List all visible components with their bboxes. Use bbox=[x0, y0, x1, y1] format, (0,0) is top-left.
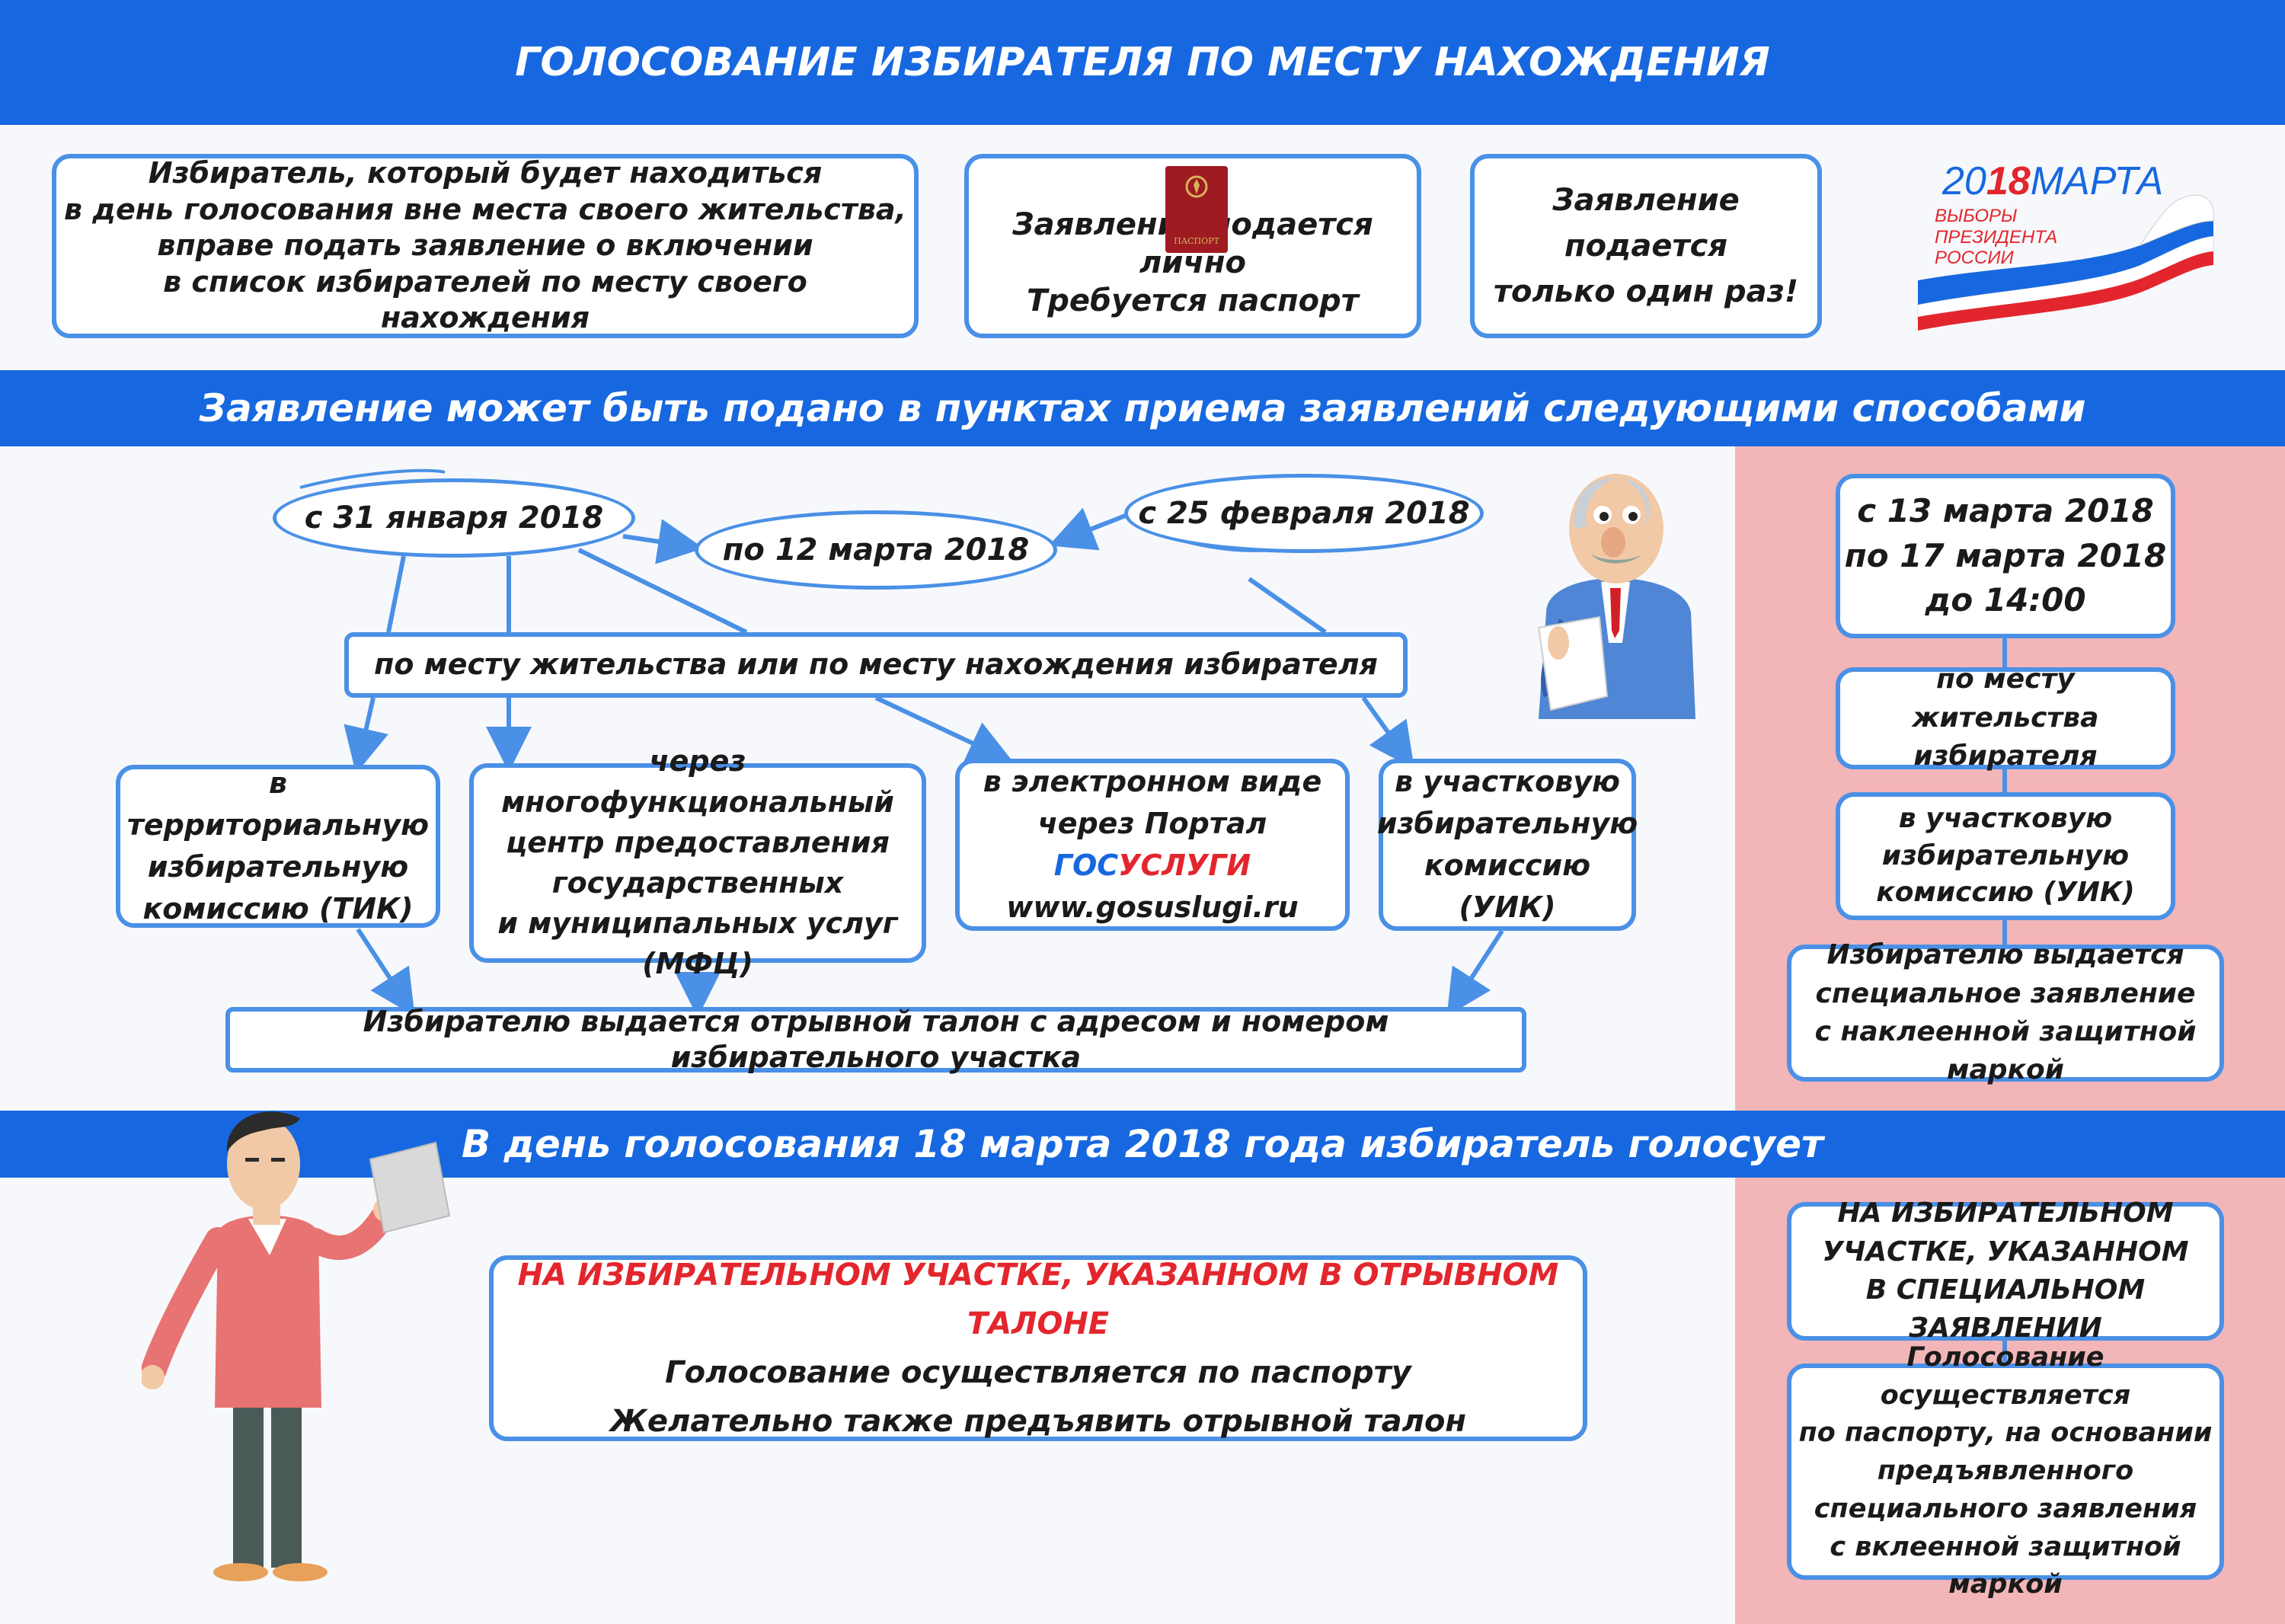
right-uik-line: комиссию (УИК) bbox=[1876, 877, 2135, 909]
intro-voter-line: в день голосования вне места своего жите… bbox=[64, 192, 906, 226]
right-station-line: УЧАСТКЕ, УКАЗАННОМ bbox=[1822, 1236, 2189, 1268]
right-special-line: специальное заявление bbox=[1815, 977, 2196, 1009]
method-tik: в территориальную избирательную комиссию… bbox=[116, 765, 440, 928]
right-vote-line: по паспорту, на основании bbox=[1798, 1418, 2213, 1449]
right-date-line: по 17 марта 2018 bbox=[1844, 536, 2167, 574]
right-vote-line: предъявленного bbox=[1877, 1456, 2134, 1487]
logo-year-prefix: 20 bbox=[1942, 159, 1986, 203]
intro-voter-line: вправе подать заявление о включении bbox=[157, 229, 813, 263]
right-place-box: по месту жительства избирателя bbox=[1836, 663, 2175, 772]
coupon-box: Избирателю выдается отрывной талон с адр… bbox=[225, 1005, 1526, 1074]
voter-illustration bbox=[142, 1111, 451, 1581]
logo-subtitle: ВЫБОРЫ ПРЕЗИДЕНТА РОССИИ bbox=[1935, 206, 2057, 269]
portal-prefix: через Портал bbox=[1037, 806, 1267, 840]
intro-voter-box: Избиратель, который будет находиться в д… bbox=[52, 154, 919, 338]
logo-month: МАРТА bbox=[2030, 159, 2164, 203]
page-title: ГОЛОСОВАНИЕ ИЗБИРАТЕЛЯ ПО МЕСТУ НАХОЖДЕН… bbox=[0, 0, 2285, 125]
right-place-line: избирателя bbox=[1913, 740, 2098, 772]
right-uik-line: в участковую bbox=[1898, 803, 2113, 835]
mfc-line: и муниципальных услуг (МФЦ) bbox=[497, 906, 898, 981]
right-vote-box: Голосование осуществляется по паспорту, … bbox=[1787, 1342, 2224, 1600]
mfc-line: центр предоставления bbox=[506, 825, 890, 859]
date-feb25: с 25 февраля 2018 bbox=[1124, 474, 1484, 553]
right-station-line: НА ИЗБИРАТЕЛЬНОМ bbox=[1837, 1197, 2174, 1229]
intro-passport-box: ПАСПОРТ Заявление подается лично Требует… bbox=[964, 154, 1421, 338]
tik-line: в территориальную bbox=[126, 766, 430, 842]
right-station-line: В СПЕЦИАЛЬНОМ ЗАЯВЛЕНИИ bbox=[1865, 1274, 2146, 1344]
gosuslugi-uslugi: УСЛУГИ bbox=[1118, 849, 1251, 882]
mfc-line: через многофункциональный bbox=[501, 744, 894, 819]
right-uik-line: избирательную bbox=[1881, 839, 2130, 871]
place-box: по месту жительства или по месту нахожде… bbox=[344, 632, 1408, 698]
right-special-line: с наклеенной защитной маркой bbox=[1814, 1016, 2197, 1086]
right-vote-line: Голосование осуществляется bbox=[1880, 1342, 2131, 1411]
tik-line: избирательную bbox=[147, 850, 409, 884]
logo-line: ВЫБОРЫ bbox=[1935, 206, 2018, 226]
right-station-box: НА ИЗБИРАТЕЛЬНОМ УЧАСТКЕ, УКАЗАННОМ В СП… bbox=[1787, 1197, 2224, 1344]
right-date-line: с 13 марта 2018 bbox=[1857, 491, 2154, 529]
voting-line: Желательно также предъявить отрывной тал… bbox=[609, 1404, 1467, 1439]
date-mar12: по 12 марта 2018 bbox=[695, 510, 1057, 590]
logo-line: РОССИИ bbox=[1935, 248, 2014, 269]
uik-line: избирательную bbox=[1376, 806, 1638, 840]
election-logo: 2018МАРТА ВЫБОРЫ ПРЕЗИДЕНТА РОССИИ bbox=[1912, 152, 2232, 335]
right-place-line: по месту жительства bbox=[1912, 663, 2099, 734]
portal-line: в электронном виде bbox=[983, 764, 1322, 798]
right-date-line: до 14:00 bbox=[1925, 581, 2086, 619]
voting-box: НА ИЗБИРАТЕЛЬНОМ УЧАСТКЕ, УКАЗАННОМ В ОТ… bbox=[489, 1255, 1587, 1441]
voting-line: Голосование осуществляется по паспорту bbox=[665, 1355, 1411, 1390]
intro-voter-line: в список избирателей по месту своего нах… bbox=[163, 264, 807, 335]
logo-date: 2018МАРТА bbox=[1942, 158, 2163, 204]
logo-line: ПРЕЗИДЕНТА bbox=[1935, 226, 2058, 248]
voting-station: НА ИЗБИРАТЕЛЬНОМ УЧАСТКЕ, УКАЗАННОМ В ОТ… bbox=[517, 1258, 1559, 1341]
right-dates-box: с 13 марта 2018 по 17 марта 2018 до 14:0… bbox=[1836, 474, 2175, 638]
official-illustration bbox=[1537, 474, 1695, 719]
right-special-line: Избирателю выдается bbox=[1826, 939, 2184, 971]
right-vote-line: с вклеенной защитной маркой bbox=[1830, 1531, 2181, 1600]
gosuslugi-gos: ГОС bbox=[1053, 849, 1119, 882]
passport-label: ПАСПОРТ bbox=[1174, 236, 1219, 247]
section-title-methods: Заявление может быть подано в пунктах пр… bbox=[0, 370, 2285, 446]
method-mfc: через многофункциональный центр предоста… bbox=[469, 744, 926, 980]
passport-icon: ПАСПОРТ bbox=[1165, 166, 1228, 253]
right-vote-line: специального заявления bbox=[1814, 1493, 2197, 1524]
mfc-line: государственных bbox=[551, 866, 844, 900]
logo-year-suffix: 18 bbox=[1986, 159, 2031, 203]
intro-once-box: Заявление подается только один раз! bbox=[1470, 154, 1822, 338]
uik-line: в участковую bbox=[1395, 764, 1620, 798]
tik-line: комиссию (ТИК) bbox=[142, 892, 414, 926]
intro-once-line: Заявление подается bbox=[1552, 183, 1740, 264]
method-portal: в электронном виде через Портал ГОСУСЛУГ… bbox=[955, 759, 1350, 931]
right-uik-box: в участковую избирательную комиссию (УИК… bbox=[1836, 792, 2175, 920]
portal-line: через Портал ГОСУСЛУГИ bbox=[960, 803, 1345, 887]
date-jan31: с 31 января 2018 bbox=[273, 478, 635, 558]
portal-url[interactable]: www.gosuslugi.ru bbox=[1006, 890, 1299, 925]
uik-line: комиссию (УИК) bbox=[1424, 849, 1591, 925]
coat-of-arms-icon bbox=[1185, 175, 1208, 198]
method-uik: в участковую избирательную комиссию (УИК… bbox=[1376, 759, 1638, 931]
flag-ribbon-icon bbox=[1917, 194, 2214, 331]
intro-voter-line: Избиратель, который будет находиться bbox=[148, 156, 823, 190]
intro-once-line: только один раз! bbox=[1493, 274, 1799, 309]
right-special-box: Избирателю выдается специальное заявлени… bbox=[1787, 939, 2224, 1085]
intro-passport-line: Требуется паспорт bbox=[1027, 283, 1359, 318]
